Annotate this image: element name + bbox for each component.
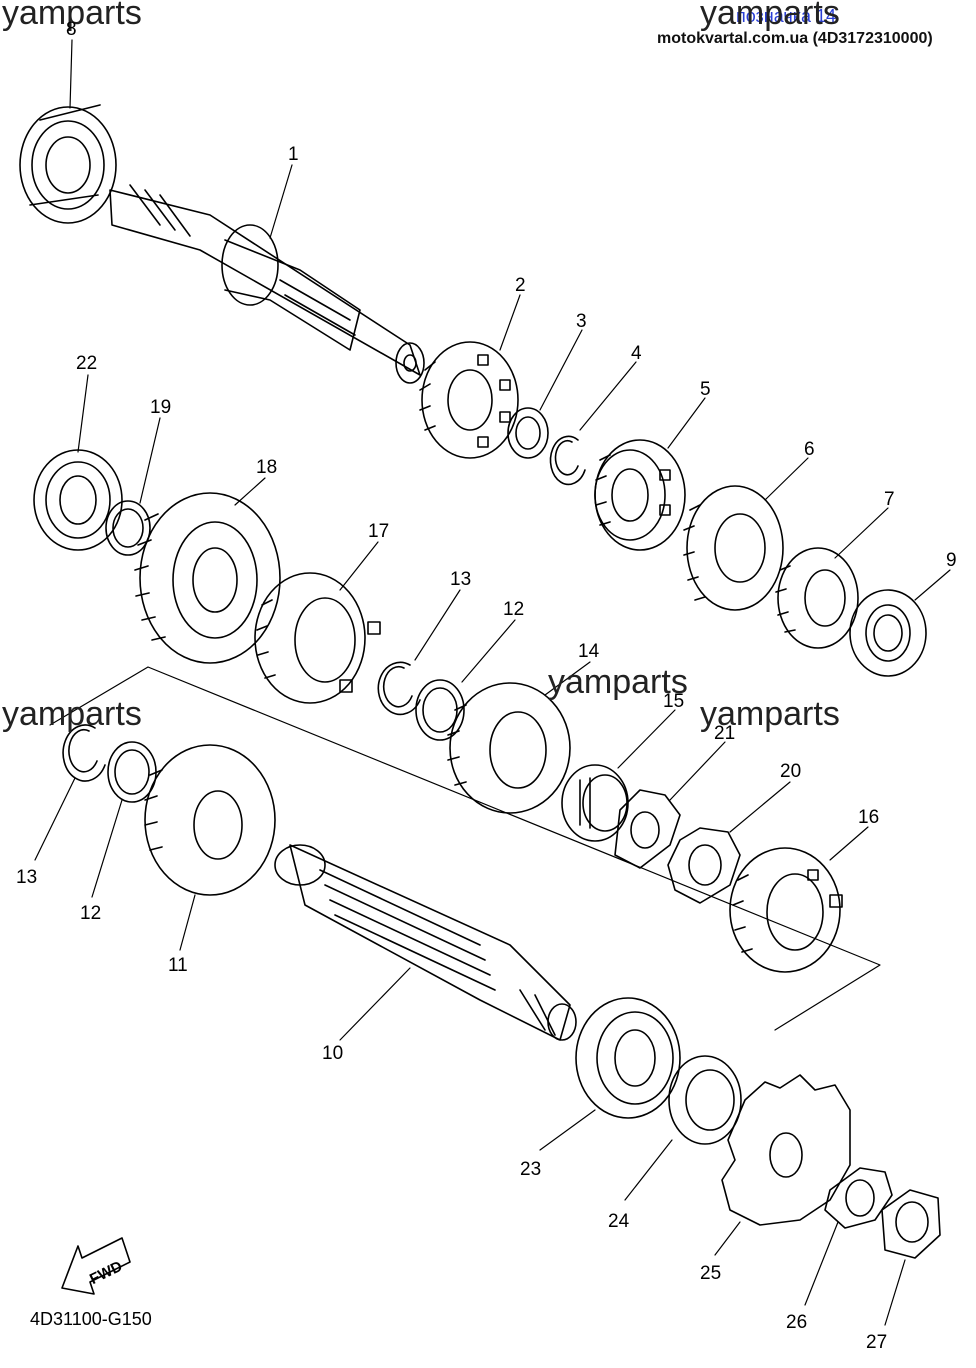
washer-19 <box>105 500 151 556</box>
bearing-22 <box>33 449 123 551</box>
part-label-23: 23 <box>520 1159 542 1180</box>
drive-shaft-10 <box>274 844 577 1041</box>
gear-17 <box>254 572 381 704</box>
reference-label: позначка 14 <box>736 6 837 26</box>
gear-18 <box>134 492 281 664</box>
part-label-15: 15 <box>663 691 685 712</box>
gear-14 <box>447 682 571 814</box>
bearing-8 <box>19 104 117 224</box>
part-label-20: 20 <box>780 761 802 782</box>
part-label-9: 9 <box>946 550 957 571</box>
part-label-6: 6 <box>804 439 815 460</box>
part-label-22: 22 <box>76 353 98 374</box>
watermark: yamparts <box>700 695 840 733</box>
part-label-12: 12 <box>503 599 525 620</box>
gear-6 <box>683 485 784 611</box>
circlip-13-upper <box>377 661 421 716</box>
part-label-1: 1 <box>288 144 299 165</box>
part-label-16: 16 <box>858 807 880 828</box>
watermark: yamparts <box>700 0 840 32</box>
lock-washer-26 <box>824 1167 893 1229</box>
watermark: yamparts <box>2 0 142 32</box>
gear-2 <box>419 341 519 459</box>
part-label-17: 17 <box>368 521 390 542</box>
part-label-4: 4 <box>631 343 642 364</box>
main-shaft-1 <box>109 184 425 384</box>
diagram-code: 4D31100-G150 <box>30 1309 152 1329</box>
lock-washer-21 <box>614 789 681 869</box>
part-label-19: 19 <box>150 397 172 418</box>
fwd-arrow-icon <box>61 1237 131 1295</box>
gear-5 <box>594 439 686 551</box>
assembly-bracket <box>49 666 881 1031</box>
part-label-27: 27 <box>866 1332 888 1353</box>
bearing-23 <box>575 997 681 1119</box>
part-label-13: 13 <box>450 569 472 590</box>
part-label-12: 12 <box>80 903 102 924</box>
site-text: motokvartal.com.ua (4D3172310000) <box>657 30 933 47</box>
nut-27 <box>881 1189 941 1259</box>
gear-7 <box>775 547 859 649</box>
part-label-3: 3 <box>576 311 587 332</box>
part-label-18: 18 <box>256 457 278 478</box>
gear-11 <box>144 744 276 896</box>
part-label-7: 7 <box>884 489 895 510</box>
part-label-21: 21 <box>714 723 736 744</box>
washer-12-upper <box>415 679 465 741</box>
circlip-13-lower <box>62 724 106 782</box>
toothed-washer-20 <box>667 827 741 904</box>
part-label-11: 11 <box>168 955 188 976</box>
washer-3 <box>507 407 549 459</box>
part-label-13: 13 <box>16 867 38 888</box>
gear-16 <box>729 847 843 973</box>
watermark: yamparts <box>2 695 142 733</box>
part-label-26: 26 <box>786 1312 808 1333</box>
fwd-label: FWD <box>87 1258 125 1288</box>
part-label-5: 5 <box>700 379 711 400</box>
part-label-8: 8 <box>66 19 77 40</box>
oil-seal-24 <box>668 1055 742 1145</box>
bearing-9 <box>849 589 927 677</box>
part-label-14: 14 <box>578 641 600 662</box>
leader-lines <box>34 39 951 1326</box>
circlip-4 <box>549 435 586 486</box>
part-label-2: 2 <box>515 275 526 296</box>
part-label-24: 24 <box>608 1211 630 1232</box>
watermark: yamparts <box>548 663 688 701</box>
part-label-25: 25 <box>700 1263 722 1284</box>
part-label-10: 10 <box>322 1043 344 1064</box>
